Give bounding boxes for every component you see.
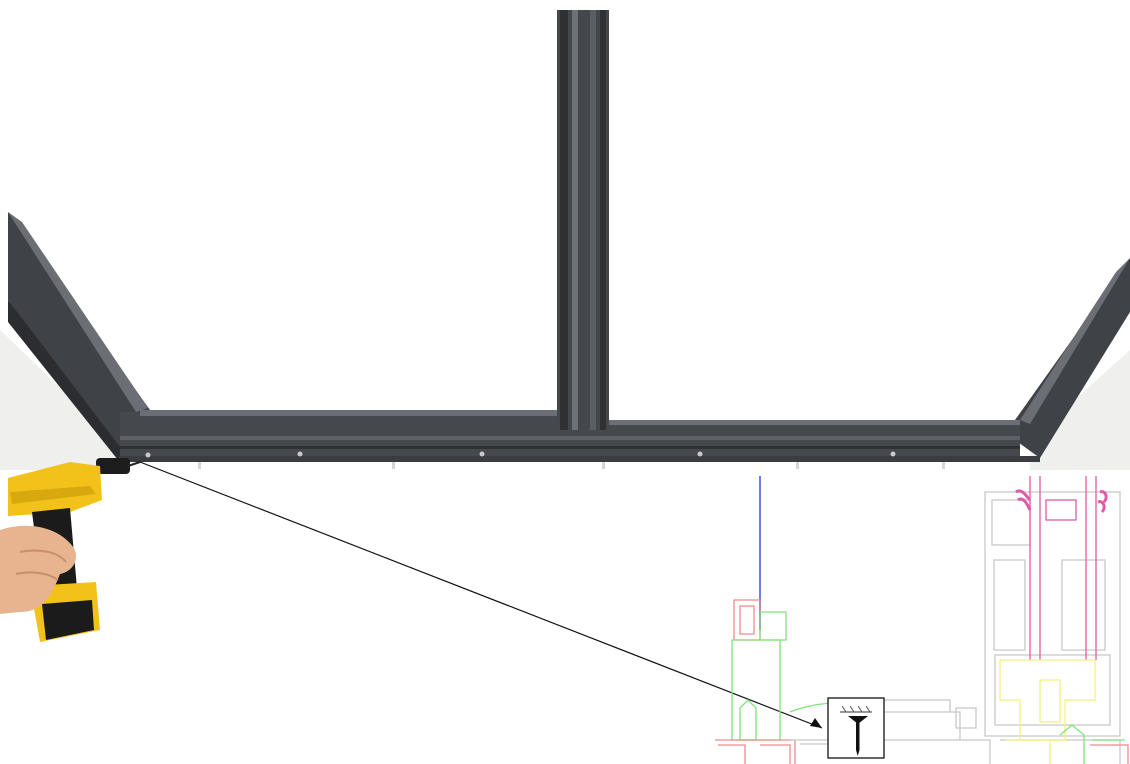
wall-right bbox=[1030, 350, 1130, 470]
profile-cross-section bbox=[715, 476, 1129, 764]
window-frame bbox=[8, 10, 1130, 469]
hand bbox=[0, 525, 77, 614]
callout-arrow bbox=[139, 461, 823, 729]
screw-detail-box bbox=[827, 697, 885, 759]
wall-left bbox=[0, 330, 120, 470]
